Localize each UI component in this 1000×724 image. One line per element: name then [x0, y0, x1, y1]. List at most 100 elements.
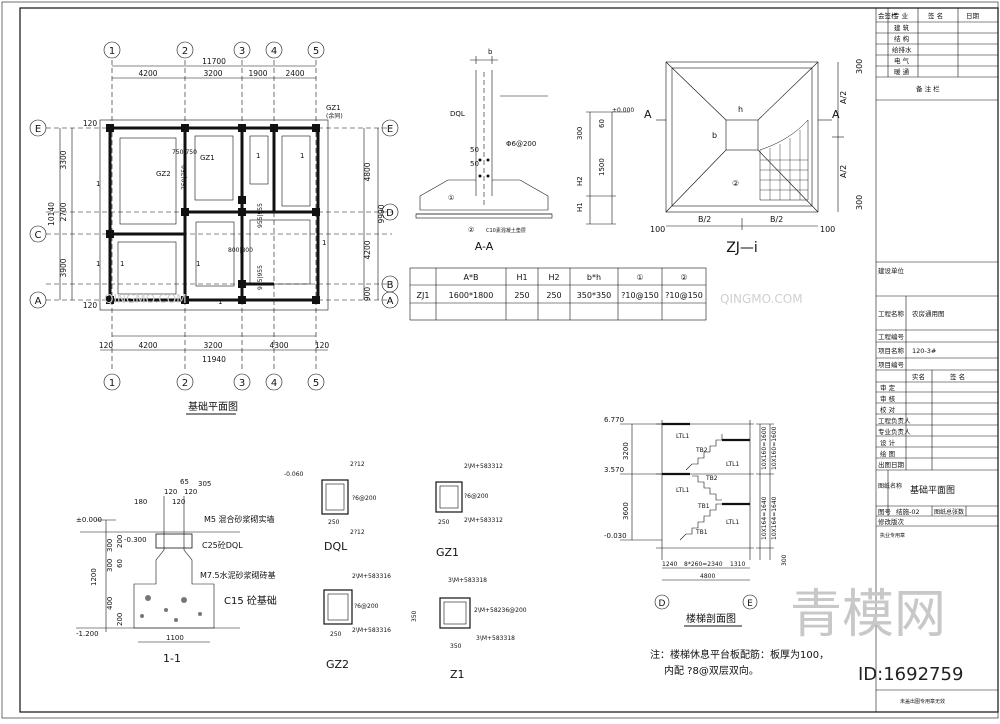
tb-role-3: 校 对 — [880, 405, 896, 414]
z1-top-bar: 3\M+583318 — [448, 577, 487, 584]
dim-bottom-total: 11940 — [202, 355, 226, 364]
dim-left-120b: 120 — [83, 301, 98, 310]
s11-dim-1100: 1100 — [166, 634, 184, 642]
zj-label-a2-top: A/2 — [839, 91, 848, 104]
tb-discipline-1: 建 筑 — [894, 23, 910, 32]
dim-right-total: 9990 — [377, 204, 386, 223]
stair-axis-d: D — [659, 599, 666, 609]
section-11-title: 1-1 — [163, 652, 181, 665]
stair-tb2-a: TB2 — [695, 447, 708, 454]
axis-bottom-5: 5 — [313, 378, 319, 389]
section-mark-1a: 1 — [96, 180, 100, 188]
gz1-top-bar: 2\M+583312 — [464, 463, 503, 470]
table-header-ab: A*B — [464, 273, 479, 282]
tb-discipline-2: 结 构 — [894, 34, 910, 43]
label-gz2: GZ2 — [156, 170, 171, 178]
watermark-brand: 青模网 — [790, 585, 946, 645]
section-mark-1c: 1 — [120, 260, 124, 268]
section-11: ±0.000 -0.300 -1.200 M5 混合砂浆砌实墙 C25砼DQL … — [76, 478, 277, 665]
tb-role-6: 设 计 — [880, 438, 896, 447]
table-header-c1: ① — [636, 273, 643, 282]
aa-label-50a: 50 — [470, 146, 479, 154]
tb-revision-label: 修改版次 — [878, 517, 905, 526]
gz2-width: 250 — [330, 631, 342, 638]
tb-sign-header-3: 日期 — [966, 12, 980, 20]
aa-label-phi6: Φ6@200 — [506, 140, 536, 148]
dim-left-120a: 120 — [83, 119, 98, 128]
tb-project-name: 农房通用图 — [912, 309, 945, 318]
watermark-site-2: QINGMO.COM — [720, 292, 803, 306]
dim-total-top: 11700 — [202, 57, 226, 66]
stair-tb1-b: TB1 — [697, 503, 710, 510]
z1-title: Z1 — [450, 668, 465, 681]
watermark-site-1: QINGMO.COM — [104, 292, 187, 306]
s11-footing-label: C15 砼基础 — [224, 594, 277, 607]
stair-dim-flight-2a: 10X164=1640 — [761, 496, 768, 540]
aa-label-dql: DQL — [450, 110, 465, 118]
table-header-c2: ② — [680, 273, 687, 282]
footing-zj: A A h b ② A/2 A/2 B/2 B/2 100 100 300 30… — [644, 59, 864, 256]
stair-dim-flight-1b: 10X160=1600 — [771, 426, 778, 470]
dim-3200: 3200 — [203, 69, 222, 78]
tb-role-5: 专业负责人 — [878, 427, 911, 436]
gz2-bottom-bar: 2\M+583316 — [352, 627, 391, 634]
section-mark-1h: 1 — [218, 298, 222, 306]
tb-sign-header-0: 会签栏 — [878, 11, 898, 20]
label-gz1b: GZ1 — [200, 154, 215, 162]
tb-role-7: 绘 图 — [880, 449, 895, 458]
zj-label-100-left: 100 — [650, 225, 665, 234]
stair-dim-1310: 1310 — [730, 561, 745, 568]
dim-right-4200: 4200 — [363, 240, 372, 259]
tb-discipline-4: 电 气 — [894, 56, 910, 65]
tb-discipline-5: 暖 通 — [894, 67, 910, 76]
zj-label-b2-right: B/2 — [770, 215, 783, 224]
section-mark-1f: 1 — [300, 152, 304, 160]
plan-title: 基础平面图 — [188, 400, 238, 413]
axis-bottom-4: 4 — [271, 378, 277, 389]
table-header-h2: H2 — [548, 273, 559, 282]
title-block: 会签栏 专 业 签 名 日期 建 筑 结 构 给排水 电 气 暖 通 备 注 栏… — [875, 8, 998, 712]
dim-bottom-3200: 3200 — [203, 341, 222, 350]
dim-bottom-4200: 4200 — [138, 341, 157, 350]
z1-bottom-bar: 3\M+583318 — [476, 635, 515, 642]
label-750-a: 750|750 — [172, 149, 197, 156]
zj-label-b2-left: B/2 — [698, 215, 711, 224]
stair-ltl1-c: LTL1 — [676, 487, 690, 494]
tb-drawing-no: 结施-02 — [896, 507, 920, 516]
zj-label-b: b — [712, 131, 717, 140]
watermark-id: ID:1692759 — [858, 664, 963, 685]
stair-dim-run: 8*260=2340 — [684, 561, 723, 568]
stair-section: 6.770 3.570 -0.030 3200 3600 10X160=1600… — [604, 416, 829, 677]
z1-width: 350 — [450, 643, 462, 650]
axis-bottom-3: 3 — [239, 378, 245, 389]
gz1-stirrup: ?6@200 — [464, 493, 489, 500]
axis-left-a: A — [35, 296, 42, 307]
stair-elev-mid: 3.570 — [604, 466, 624, 474]
tb-discipline-3: 给排水 — [892, 45, 912, 54]
tb-stamp: 执业专用章 — [880, 532, 905, 539]
zj-label-100-right: 100 — [820, 225, 835, 234]
dql-width: 250 — [328, 519, 340, 526]
dql-stirrup: ?6@200 — [352, 495, 377, 502]
z1-stirrup: 2\M+58236@200 — [474, 607, 527, 614]
aa-label-c10: C10素混凝土垫层 — [486, 227, 526, 234]
tb-remarks: 备 注 栏 — [916, 84, 940, 93]
footing-table: A*B H1 H2 b*h ① ② ZJ1 1600*1800 250 250 … — [409, 267, 707, 321]
detail-sections: -0.060 2?12 ?6@200 250 2?12 2\M+583312 ?… — [284, 461, 527, 681]
tb-role-header-1: 签 名 — [950, 372, 965, 381]
dql-top-bar: 2?12 — [350, 461, 365, 468]
s11-dim-120b: 120 — [184, 488, 197, 496]
zj-label-circle2: ② — [732, 179, 739, 188]
s11-dim-300a: 300 — [106, 539, 114, 552]
s11-brick-label: M7.5水泥砂浆砌砖基 — [200, 570, 276, 580]
dim-bottom-120b: 120 — [315, 341, 330, 350]
s11-dim-120c: 120 — [172, 498, 185, 506]
tb-item-name: 120-3# — [912, 347, 936, 355]
axis-top-4: 4 — [271, 46, 277, 57]
dql-elev: -0.060 — [284, 471, 304, 478]
gz1-bottom-bar: 2\M+583312 — [464, 517, 503, 524]
axis-right-e: E — [387, 124, 393, 135]
table-cell-bh: 350*350 — [577, 291, 612, 300]
section-mark-1g: 1 — [322, 239, 326, 247]
